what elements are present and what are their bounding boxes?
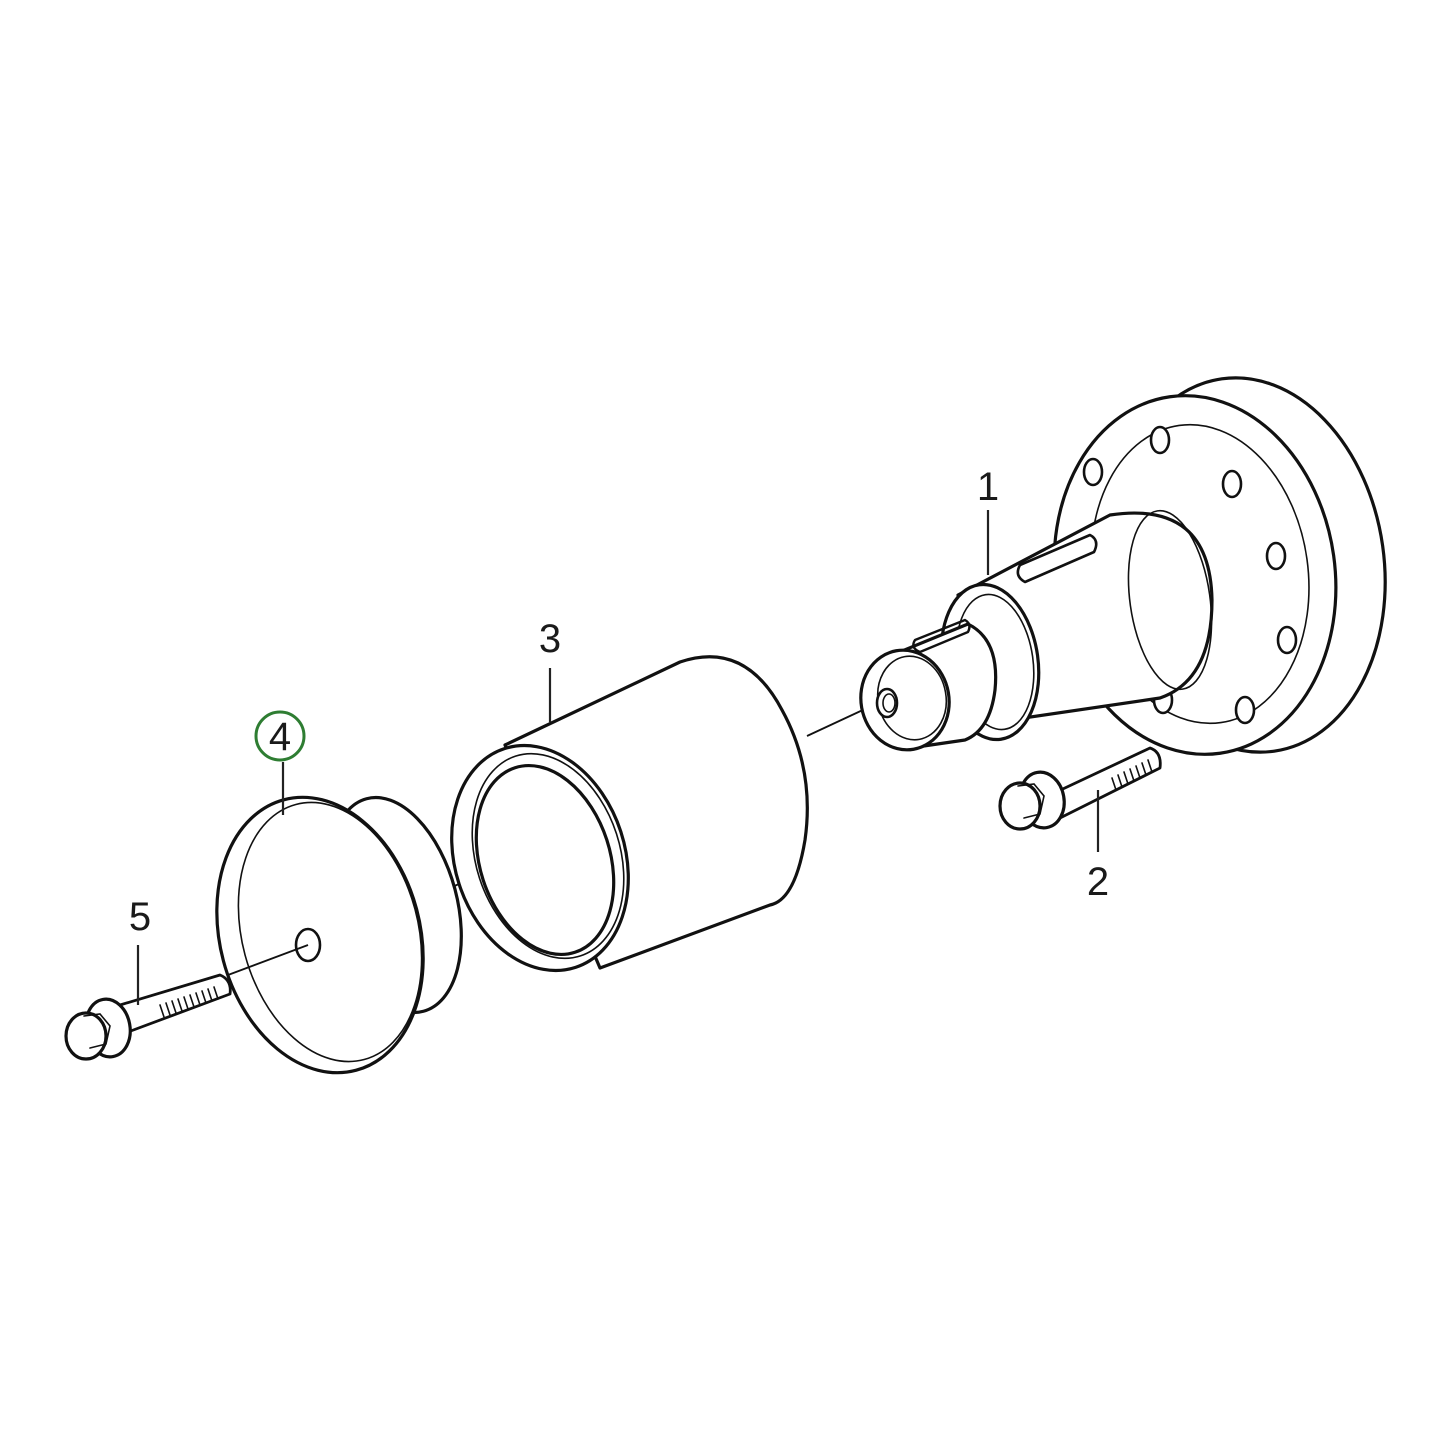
leader-lines: [136, 510, 1100, 1005]
callout-3[interactable]: 3: [539, 617, 561, 661]
highlight-ring: [254, 710, 306, 762]
callout-1-label: 1: [977, 465, 999, 509]
part-4-end-cap[interactable]: [187, 774, 483, 1096]
part-1-flanged-shaft-hub[interactable]: [853, 360, 1409, 773]
flange-bolt-holes: [1082, 425, 1298, 725]
part-2-flange-bolt[interactable]: [998, 746, 1162, 831]
callout-3-label: 3: [539, 617, 561, 661]
callout-4-highlighted[interactable]: 4: [254, 710, 306, 762]
part-5-flange-bolt[interactable]: [64, 973, 232, 1061]
part-3-cylindrical-sleeve[interactable]: [424, 655, 809, 994]
callout-4-label: 4: [269, 715, 291, 759]
callout-5[interactable]: 5: [129, 895, 151, 939]
callout-1[interactable]: 1: [977, 465, 999, 509]
callout-5-label: 5: [129, 895, 151, 939]
callout-2-label: 2: [1087, 860, 1109, 904]
callout-2[interactable]: 2: [1087, 860, 1109, 904]
